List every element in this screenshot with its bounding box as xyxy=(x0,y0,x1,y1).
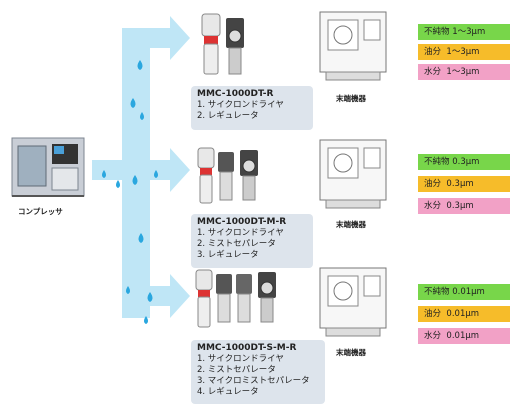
unit-3-step: 2. ミストセパレータ xyxy=(197,365,276,375)
droplet xyxy=(132,175,138,185)
spec-value: 0.01μm xyxy=(446,331,480,341)
compressor-label: コンプレッサ xyxy=(18,207,63,216)
machine-3-icon xyxy=(319,267,387,337)
spec-label: 水分 xyxy=(424,331,442,341)
machine-1-label: 末端機器 xyxy=(336,94,366,103)
flow-arrow-1 xyxy=(122,16,190,60)
spec-value: 1～3μm xyxy=(452,27,486,37)
unit-3-label-box: MMC-1000DT-S-M-R 1. サイクロンドライヤ 2. ミストセパレー… xyxy=(191,340,325,404)
droplet xyxy=(130,98,136,108)
unit-2-step: 1. サイクロンドライヤ xyxy=(197,228,284,238)
unit-2-step: 3. レギュレータ xyxy=(197,250,259,260)
unit-3-step: 4. レギュレータ xyxy=(197,387,259,397)
spec-label: 不純物 xyxy=(424,157,450,167)
water-droplets xyxy=(102,60,158,324)
filter-unit-1-icon xyxy=(201,13,244,75)
spec-label: 水分 xyxy=(424,67,442,77)
spec-value: 0.01μm xyxy=(452,287,485,297)
unit-3-spec-oil: 油分 0.01μm xyxy=(418,306,510,322)
droplet xyxy=(154,170,158,178)
spec-label: 水分 xyxy=(424,201,442,211)
unit-2-step: 2. ミストセパレータ xyxy=(197,239,276,249)
droplet xyxy=(116,180,120,188)
spec-value: 0.3μm xyxy=(446,179,474,189)
droplet xyxy=(126,286,130,294)
spec-label: 油分 xyxy=(424,309,442,319)
droplet xyxy=(147,292,153,302)
unit-3-spec-water: 水分 0.01μm xyxy=(418,328,510,344)
unit-2-spec-purity: 不純物 0.3μm xyxy=(418,154,510,170)
spec-value: 0.3μm xyxy=(446,201,474,211)
spec-label: 不純物 xyxy=(424,27,450,37)
spec-label: 油分 xyxy=(424,179,442,189)
unit-3-model: MMC-1000DT-S-M-R xyxy=(197,343,297,353)
machine-1-icon xyxy=(319,11,387,81)
unit-2-model: MMC-1000DT-M-R xyxy=(197,217,287,227)
unit-1-label-box: MMC-1000DT-R 1. サイクロンドライヤ 2. レギュレータ xyxy=(191,86,313,130)
unit-1-spec-oil: 油分 1～3μm xyxy=(418,44,510,60)
unit-1-step: 2. レギュレータ xyxy=(197,111,259,121)
unit-1-model: MMC-1000DT-R xyxy=(197,89,274,99)
droplet xyxy=(140,112,144,120)
spec-value: 0.01μm xyxy=(446,309,480,319)
spec-value: 1～3μm xyxy=(446,67,480,77)
unit-1-spec-water: 水分 1～3μm xyxy=(418,64,510,80)
unit-1-step: 1. サイクロンドライヤ xyxy=(197,100,284,110)
flow-arrow-2 xyxy=(92,148,190,192)
unit-2-label-box: MMC-1000DT-M-R 1. サイクロンドライヤ 2. ミストセパレータ … xyxy=(191,214,313,268)
droplet xyxy=(138,233,144,243)
unit-3-step: 1. サイクロンドライヤ xyxy=(197,354,284,364)
unit-2-spec-oil: 油分 0.3μm xyxy=(418,176,510,192)
spec-label: 油分 xyxy=(424,47,442,57)
unit-3-spec-purity: 不純物 0.01μm xyxy=(418,284,510,300)
spec-value: 0.3μm xyxy=(452,157,480,167)
spec-value: 1～3μm xyxy=(446,47,480,57)
compressor-icon xyxy=(11,137,85,197)
unit-2-spec-water: 水分 0.3μm xyxy=(418,198,510,214)
droplet xyxy=(144,316,148,324)
filter-unit-3-icon xyxy=(195,269,276,328)
spec-label: 不純物 xyxy=(424,287,450,297)
machine-2-icon xyxy=(319,139,387,209)
droplet xyxy=(102,170,106,178)
flow-arrow-3 xyxy=(122,274,190,318)
droplet xyxy=(137,60,143,70)
machine-2-label: 末端機器 xyxy=(336,220,366,229)
filter-unit-2-icon xyxy=(197,147,258,204)
unit-3-step: 3. マイクロミストセパレータ xyxy=(197,376,310,386)
machine-3-label: 末端機器 xyxy=(336,348,366,357)
unit-1-spec-purity: 不純物 1～3μm xyxy=(418,24,510,40)
